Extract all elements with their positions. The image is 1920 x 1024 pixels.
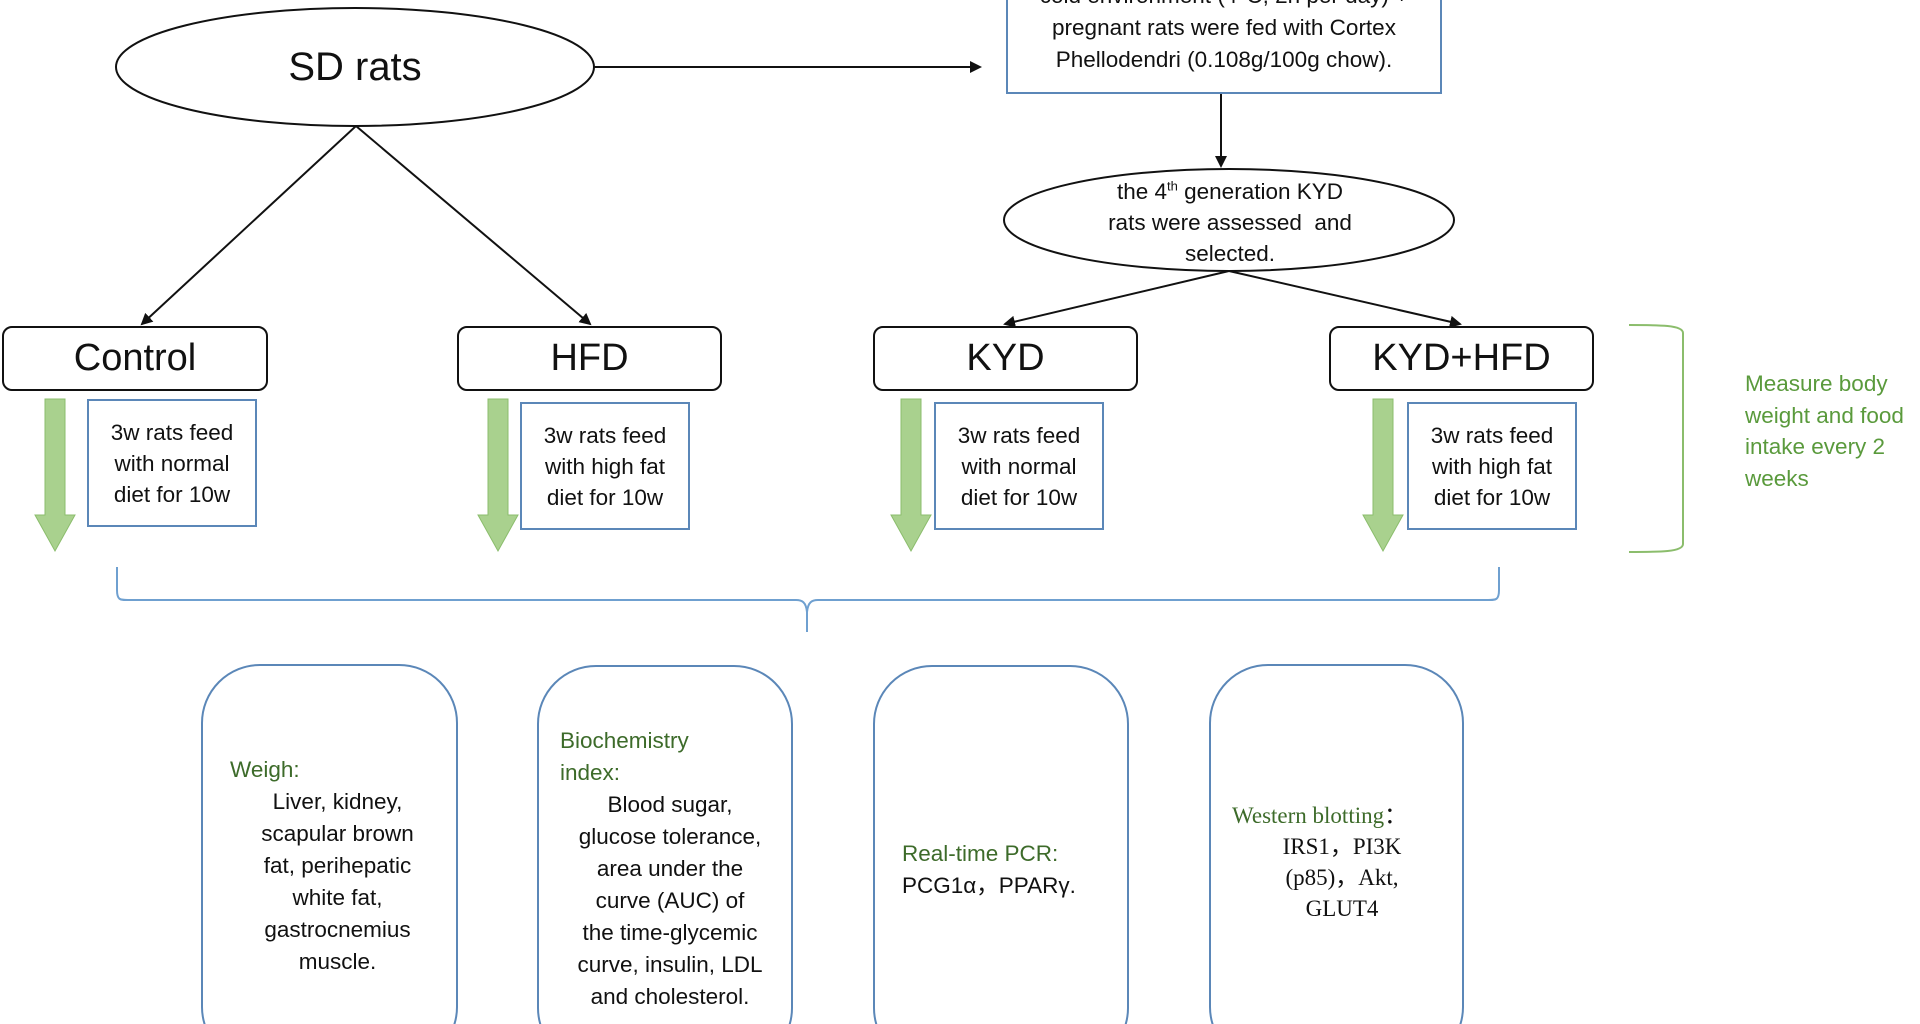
result-box-pcr [873, 665, 1129, 1024]
groups-brace [116, 567, 1500, 632]
selection-line-1: the 4th generation KYD [1108, 176, 1352, 207]
sd-rats-node: SD rats [116, 8, 594, 126]
diet-line: diet for 10w [546, 484, 664, 510]
pcr-content: Real-time PCR: PCG1α，PPARγ. [902, 838, 1112, 902]
sd-rats-label: SD rats [288, 44, 422, 89]
note-line: intake every 2 [1745, 434, 1886, 459]
arrow-selection-to-kyd [1003, 270, 1230, 328]
weigh-line: white fat, [292, 885, 383, 910]
weigh-line: scapular brown [261, 821, 414, 846]
weigh-line: Liver, kidney, [272, 789, 403, 814]
note-line: Measure body [1745, 371, 1888, 396]
result-box-weigh [201, 664, 458, 1024]
western-line: (p85)，Akt, [1285, 865, 1399, 890]
diet-box-hfd: 3w rats feed with high fat diet for 10w [520, 402, 690, 530]
diet-line: with high fat [544, 453, 666, 479]
biochemistry-content: Biochemistry index: Blood sugar, glucose… [560, 725, 780, 1013]
arrow-sd-to-control [140, 125, 357, 326]
pcr-line: PCG1α，PPARγ. [902, 873, 1076, 898]
green-arrow-kyd [890, 398, 932, 553]
western-heading-colon: ： [1384, 803, 1408, 828]
biochemistry-line: area under the [596, 856, 744, 881]
diet-line: diet for 10w [113, 481, 231, 507]
biochemistry-line: the time-glycemic [582, 920, 758, 945]
monitoring-bracket [1628, 324, 1684, 553]
diet-line: 3w rats feed [110, 419, 234, 445]
western-line: GLUT4 [1305, 896, 1379, 921]
protocol-line: Phellodendri (0.108g/100g chow). [1055, 47, 1393, 72]
note-line: weight and food [1745, 402, 1904, 428]
green-arrow-control [34, 398, 76, 553]
note-line: weeks [1745, 465, 1809, 491]
diet-line: with normal [114, 450, 230, 476]
diet-line: with high fat [1431, 453, 1553, 479]
pcr-heading: Real-time PCR: [902, 841, 1059, 866]
group-label: KYD+HFD [1372, 337, 1551, 379]
protocol-box: cold environment (4°C, 2h per day) + pre… [1006, 0, 1442, 94]
biochemistry-heading: Biochemistry [560, 728, 689, 753]
diet-box-kyd: 3w rats feed with normal diet for 10w [934, 402, 1104, 530]
diet-line: with normal [961, 453, 1077, 479]
protocol-line: cold environment (4°C, 2h per day) + [1008, 0, 1440, 12]
weigh-content: Weigh: Liver, kidney, scapular brown fat… [230, 754, 445, 978]
selection-line-3: selected. [1184, 240, 1276, 266]
diet-line: 3w rats feed [1430, 422, 1554, 448]
weigh-line: fat, perihepatic [263, 853, 412, 878]
biochemistry-heading: index: [560, 760, 621, 785]
weigh-line: gastrocnemius [264, 917, 411, 942]
green-arrow-kydhfd [1362, 398, 1404, 553]
ordinal-suffix: th [1167, 178, 1178, 193]
biochemistry-line: curve, insulin, LDL [577, 952, 763, 977]
group-label: Control [73, 337, 197, 379]
selection-line-2: rats were assessed and [1108, 209, 1352, 235]
group-label: HFD [550, 337, 629, 379]
group-kyd-hfd: KYD+HFD [1329, 326, 1594, 391]
group-hfd: HFD [457, 326, 722, 391]
arrow-selection-to-kydhfd [1228, 270, 1462, 328]
biochemistry-line: curve (AUC) of [595, 888, 745, 913]
result-box-biochemistry [537, 665, 793, 1024]
western-heading-row: Western blotting： [1232, 800, 1452, 831]
diet-line: 3w rats feed [957, 422, 1081, 448]
diet-line: 3w rats feed [543, 422, 667, 448]
weigh-line: muscle. [298, 949, 377, 974]
arrow-sd-to-hfd [355, 125, 592, 326]
western-content: Western blotting： IRS1，PI3K (p85)，Akt, G… [1232, 800, 1452, 924]
green-arrow-hfd [477, 398, 519, 553]
selection-node: the 4th generation KYD rats were assesse… [1040, 172, 1420, 272]
diet-line: diet for 10w [1433, 484, 1551, 510]
diet-box-kyd-hfd: 3w rats feed with high fat diet for 10w [1407, 402, 1577, 530]
western-heading: Western blotting [1232, 803, 1385, 828]
result-box-western [1209, 664, 1464, 1024]
selection-text: generation KYD [1177, 178, 1343, 204]
weigh-heading: Weigh: [230, 757, 300, 782]
diet-box-control: 3w rats feed with normal diet for 10w [87, 399, 257, 527]
protocol-line: pregnant rats were fed with Cortex [1052, 15, 1396, 40]
group-control: Control [2, 326, 268, 391]
group-kyd: KYD [873, 326, 1138, 391]
group-label: KYD [966, 337, 1045, 379]
western-line: IRS1，PI3K [1282, 834, 1402, 859]
diet-line: diet for 10w [960, 484, 1078, 510]
selection-text: the 4 [1117, 178, 1168, 204]
monitoring-note: Measure body weight and food intake ever… [1745, 368, 1920, 494]
biochemistry-line: and cholesterol. [590, 984, 750, 1009]
biochemistry-line: glucose tolerance, [578, 824, 762, 849]
biochemistry-line: Blood sugar, [607, 792, 733, 817]
